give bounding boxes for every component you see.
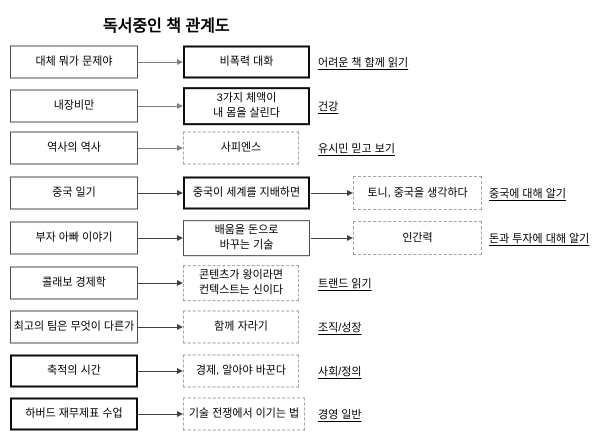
- category-label: 사회/정의: [318, 366, 362, 378]
- source-book-node: 부자 아빠 이야기: [10, 221, 138, 255]
- target-book-node: 함께 자라기: [183, 310, 299, 344]
- category-label: 조직/성장: [318, 322, 362, 334]
- source-book-node: 대체 뭐가 문제야: [10, 45, 138, 79]
- category-label: 유시민 믿고 보기: [318, 143, 395, 155]
- target-book-node: 배움을 돈으로 바꾸는 기술: [183, 220, 310, 256]
- diagram-title: 독서중인 책 관계도: [103, 18, 230, 35]
- source-book-node: 하버드 재무제표 수업: [10, 397, 138, 431]
- category-label: 경영 일반: [318, 409, 362, 421]
- relation-row: 역사의 역사 사피엔스 유시민 믿고 보기: [0, 126, 600, 170]
- source-book-node: 내장비만: [10, 89, 138, 123]
- relation-row: 콜래보 경제학 콘텐츠가 왕이라면 컨텍스트는 신이다 트랜드 읽기: [0, 261, 600, 305]
- source-book-node: 중국 일기: [10, 176, 138, 210]
- secondary-target-node: 인간력: [353, 221, 482, 255]
- category-label: 어려운 책 함께 읽기: [318, 57, 409, 69]
- target-book-node: 경제, 알아야 바꾼다: [183, 354, 299, 388]
- source-book-node: 콜래보 경제학: [10, 266, 138, 300]
- target-book-node: 중국이 세계를 지배하면: [183, 176, 310, 210]
- source-book-node: 최고의 팀은 무엇이 다른가: [10, 310, 138, 344]
- secondary-target-node: 토니, 중국을 생각하다: [353, 176, 482, 210]
- relation-row: 부자 아빠 이야기 배움을 돈으로 바꾸는 기술 인간력 돈과 투자에 대해 알…: [0, 216, 600, 260]
- source-book-node: 역사의 역사: [10, 131, 138, 165]
- category-label: 중국에 대해 알기: [489, 188, 566, 200]
- relation-row: 내장비만 3가지 체액이 내 몸을 살린다 건강: [0, 84, 600, 128]
- target-book-node: 비폭력 대화: [183, 45, 310, 79]
- target-book-node: 3가지 체액이 내 몸을 살린다: [183, 87, 310, 125]
- relation-row: 대체 뭐가 문제야 비폭력 대화 어려운 책 함께 읽기: [0, 40, 600, 84]
- relation-row: 최고의 팀은 무엇이 다른가 함께 자라기 조직/성장: [0, 305, 600, 349]
- relation-row: 축적의 시간 경제, 알아야 바꾼다 사회/정의: [0, 349, 600, 393]
- target-book-node: 사피엔스: [183, 131, 299, 165]
- category-label: 트랜드 읽기: [318, 278, 372, 290]
- category-label: 돈과 투자에 대해 알기: [489, 233, 590, 245]
- target-book-node: 콘텐츠가 왕이라면 컨텍스트는 신이다: [183, 265, 299, 301]
- category-label: 건강: [318, 101, 339, 113]
- relation-row: 중국 일기 중국이 세계를 지배하면 토니, 중국을 생각하다 중국에 대해 알…: [0, 171, 600, 215]
- relation-row: 하버드 재무제표 수업 기술 전쟁에서 이기는 법 경영 일반: [0, 392, 600, 436]
- target-book-node: 기술 전쟁에서 이기는 법: [183, 397, 305, 431]
- source-book-node: 축적의 시간: [10, 354, 138, 388]
